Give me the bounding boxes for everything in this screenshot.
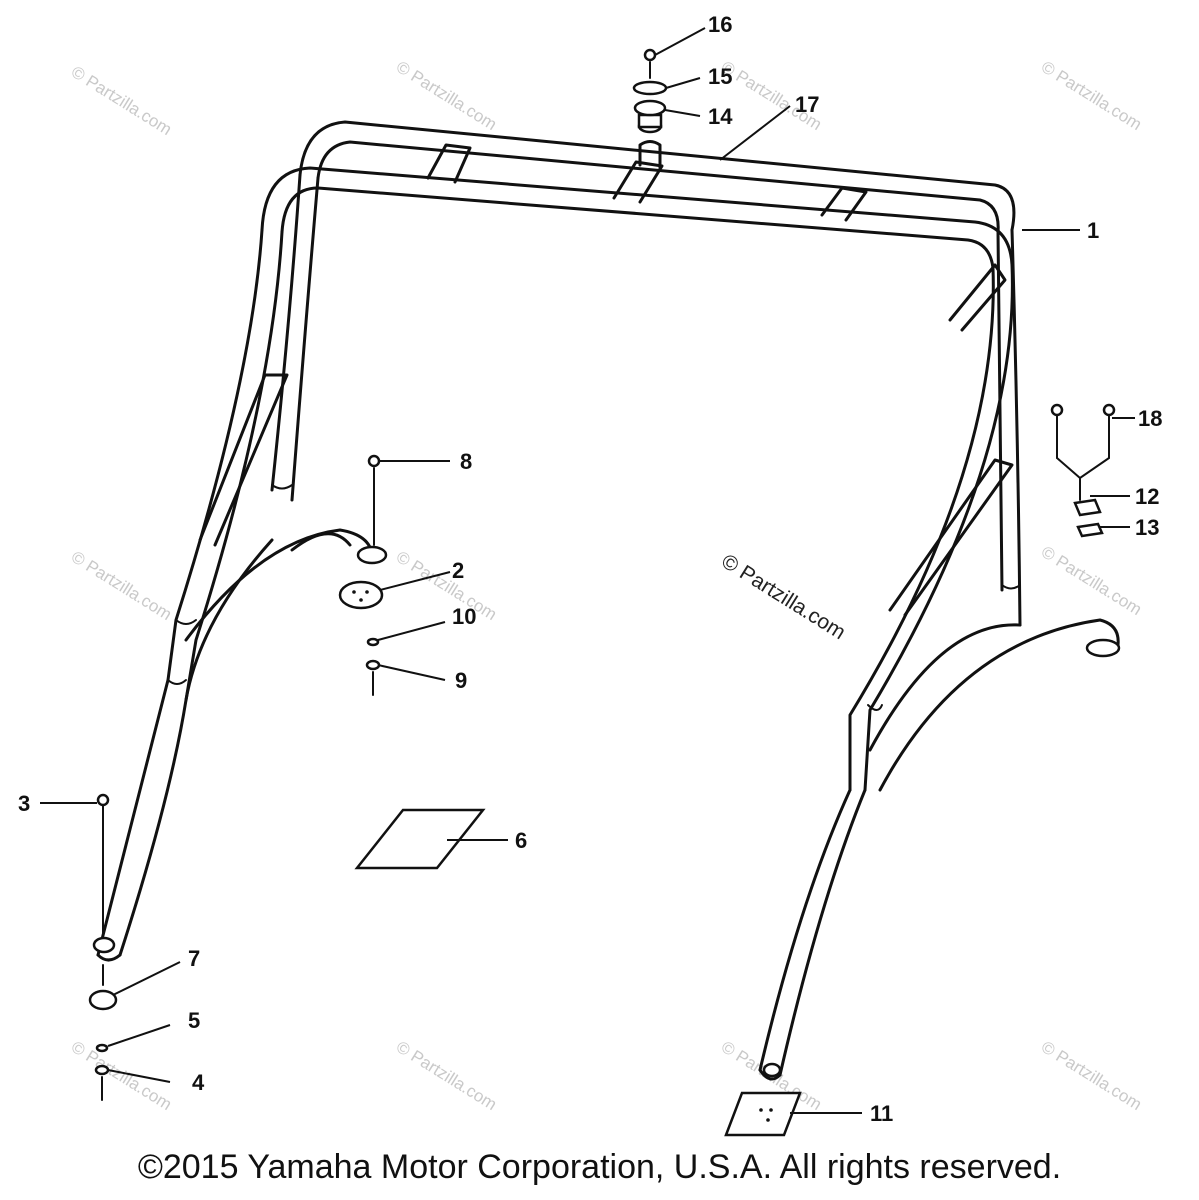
watermark-11: © Partzilla.com <box>1038 1037 1145 1114</box>
left-hardware <box>88 793 118 1101</box>
watermark-2: © Partzilla.com <box>393 57 500 134</box>
part-label-13: 13 <box>1135 515 1159 540</box>
part-label-16: 16 <box>708 12 732 37</box>
decal-11 <box>724 1091 802 1137</box>
watermark-7: © Partzilla.com <box>1038 542 1145 619</box>
leader-lines <box>40 27 1135 1114</box>
decal-6 <box>354 808 486 870</box>
part-label-3: 3 <box>18 791 30 816</box>
part-label-14: 14 <box>708 104 733 129</box>
part-label-4: 4 <box>192 1070 205 1095</box>
part-label-7: 7 <box>188 946 200 971</box>
part-label-1: 1 <box>1087 218 1099 243</box>
part-labels: 16 15 14 17 1 18 12 13 8 2 10 9 3 6 7 5 … <box>18 12 1162 1126</box>
part-label-15: 15 <box>708 64 732 89</box>
part-label-6: 6 <box>515 828 527 853</box>
watermark-1: © Partzilla.com <box>68 62 175 139</box>
copyright-notice: ©2015 Yamaha Motor Corporation, U.S.A. A… <box>137 1148 1062 1186</box>
part-label-10: 10 <box>452 604 476 629</box>
part-label-18: 18 <box>1138 406 1162 431</box>
watermarks: © Partzilla.com © Partzilla.com © Partzi… <box>68 57 1145 1114</box>
left-foot-plate <box>356 545 388 565</box>
right-leg-foot <box>762 1062 782 1078</box>
watermark-center: © Partzilla.com <box>717 550 849 644</box>
center-left-hardware <box>338 454 384 696</box>
part-label-2: 2 <box>452 558 464 583</box>
right-hardware <box>1050 403 1116 538</box>
part-label-17: 17 <box>795 92 819 117</box>
top-hardware <box>632 48 668 134</box>
watermark-4: © Partzilla.com <box>1038 57 1145 134</box>
part-label-8: 8 <box>460 449 472 474</box>
left-leg-foot <box>92 936 116 954</box>
tower-frame <box>96 120 1120 1081</box>
right-foot-plate <box>1085 638 1121 658</box>
watermark-5: © Partzilla.com <box>68 547 175 624</box>
part-label-9: 9 <box>455 668 467 693</box>
part-label-11: 11 <box>870 1101 893 1126</box>
part-label-12: 12 <box>1135 484 1159 509</box>
watermark-6: © Partzilla.com <box>393 547 500 624</box>
part-label-5: 5 <box>188 1008 200 1033</box>
watermark-8: © Partzilla.com <box>68 1037 175 1114</box>
watermark-9: © Partzilla.com <box>393 1037 500 1114</box>
